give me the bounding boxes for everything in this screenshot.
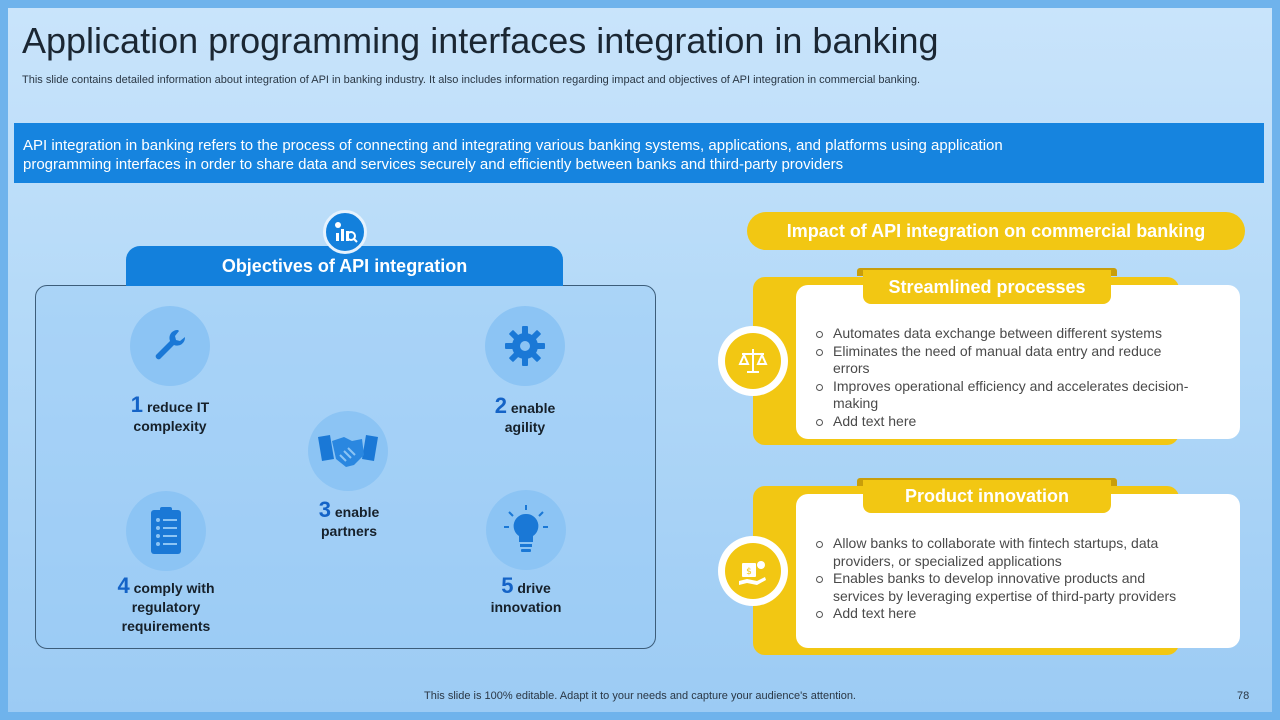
page-title: Application programming interfaces integ…: [22, 20, 939, 61]
scales-icon: [718, 326, 788, 396]
list-item: Eliminates the need of manual data entry…: [814, 343, 1194, 378]
objective-number: 3: [318, 497, 331, 522]
lightbulb-icon: [486, 490, 566, 570]
card-streamlined: [796, 285, 1240, 439]
objective-2-label: 2 enable agility: [455, 393, 595, 437]
objective-number: 4: [117, 573, 130, 598]
card-innovation-title: Product innovation: [863, 480, 1111, 513]
wrench-icon: [130, 306, 210, 386]
objective-3-label: 3 enable partners: [279, 497, 419, 541]
objective-text: complexity: [133, 418, 207, 434]
page-number: 78: [1237, 690, 1250, 702]
footer-note: This slide is 100% editable. Adapt it to…: [424, 690, 856, 702]
banner-line: programming interfaces in order to share…: [23, 156, 844, 173]
objective-text: regulatory: [131, 599, 201, 615]
objective-number: 5: [501, 573, 514, 598]
objective-number: 2: [494, 393, 507, 418]
objective-4-label: 4 comply with regulatory requirements: [96, 573, 236, 636]
banner-line: API integration in banking refers to the…: [23, 137, 1003, 154]
objective-text: enable: [334, 504, 380, 520]
list-item: Enables banks to develop innovative prod…: [814, 570, 1194, 605]
objective-text: innovation: [490, 599, 562, 615]
objective-text: drive: [517, 580, 551, 596]
objective-text: enable: [510, 400, 556, 416]
list-item: Improves operational efficiency and acce…: [814, 378, 1194, 413]
objective-text: partners: [320, 523, 378, 539]
card-streamlined-list: Automates data exchange between differen…: [814, 325, 1194, 431]
impact-header: Impact of API integration on commercial …: [747, 212, 1245, 250]
objective-text: requirements: [121, 618, 211, 634]
card-innovation-list: Allow banks to collaborate with fintech …: [814, 535, 1194, 623]
handshake-icon: [308, 411, 388, 491]
card-innovation: [796, 494, 1240, 648]
svg-text:$: $: [746, 567, 752, 577]
objective-1-label: 1 reduce IT complexity: [100, 392, 240, 436]
page-subtitle: This slide contains detailed information…: [22, 74, 921, 86]
card-streamlined-title: Streamlined processes: [863, 270, 1111, 304]
innovation-hand-icon: $: [718, 536, 788, 606]
objective-5-label: 5 drive innovation: [456, 573, 596, 617]
list-item: Add text here: [814, 413, 1194, 431]
analytics-icon: [323, 210, 367, 254]
objective-text: reduce IT: [146, 399, 210, 415]
objective-text: agility: [504, 419, 546, 435]
definition-banner: API integration in banking refers to the…: [14, 123, 1264, 183]
objective-number: 1: [130, 392, 144, 417]
list-item: Allow banks to collaborate with fintech …: [814, 535, 1194, 570]
objective-text: comply with: [133, 580, 215, 596]
clipboard-icon: [126, 491, 206, 571]
gear-icon: [485, 306, 565, 386]
list-item: Automates data exchange between differen…: [814, 325, 1194, 343]
list-item: Add text here: [814, 605, 1194, 623]
